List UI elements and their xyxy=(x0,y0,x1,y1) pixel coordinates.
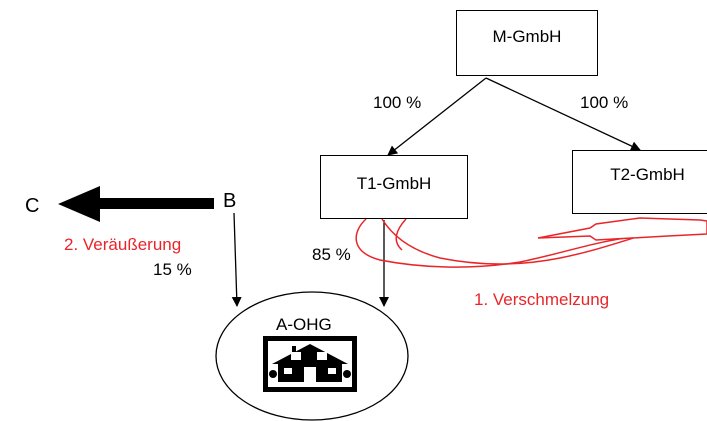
edge-m-to-t1 xyxy=(387,77,487,156)
m-to-t1-share: 100 % xyxy=(373,93,422,112)
b-label: B xyxy=(223,190,237,212)
edge-b-to-a xyxy=(231,212,242,307)
t1-gmbh-label: T1-GmbH xyxy=(356,174,432,193)
verschmelzung-label: 1. Verschmelzung xyxy=(474,290,610,309)
m-gmbh-node: M-GmbH xyxy=(456,10,598,76)
t2-gmbh-node: T2-GmbH xyxy=(572,150,707,214)
edge-m-to-t2 xyxy=(485,77,641,151)
verschmelzung-arrow xyxy=(355,217,707,268)
c-label: C xyxy=(25,195,40,217)
t2-gmbh-label: T2-GmbH xyxy=(610,165,685,184)
t1-gmbh-node: T1-GmbH xyxy=(320,155,468,219)
t1-to-a-share: 85 % xyxy=(312,245,351,264)
veraeusserung-arrow xyxy=(58,186,214,222)
a-ohg-label: A-OHG xyxy=(276,315,332,334)
m-gmbh-label: M-GmbH xyxy=(492,27,562,46)
b-to-a-share: 15 % xyxy=(153,260,192,279)
veraeusserung-label: 2. Veräußerung xyxy=(64,235,182,254)
house-icon xyxy=(263,336,357,392)
m-to-t2-share: 100 % xyxy=(580,93,629,112)
